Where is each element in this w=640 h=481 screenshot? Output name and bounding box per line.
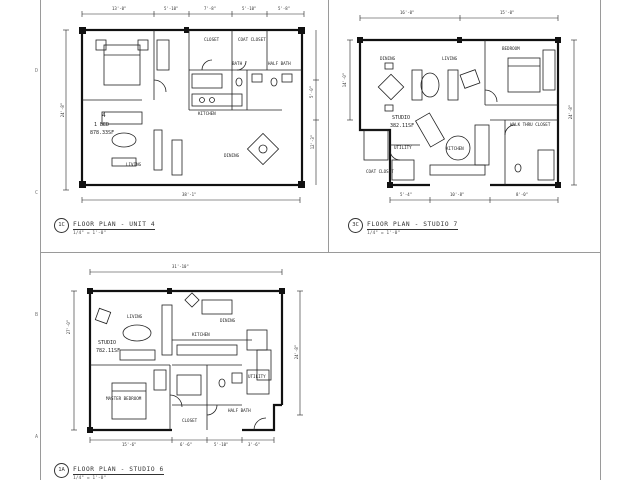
unit-4-dim-right-1: 5'-0": [309, 85, 315, 99]
unit-4-caption: 1C FLOOR PLAN - UNIT 4 1/4" = 1'-0": [54, 218, 156, 236]
studio-6-label-living: LIVING: [127, 314, 143, 319]
sheet-divider-vertical: [328, 0, 329, 252]
studio-6-title: FLOOR PLAN - STUDIO 6: [73, 466, 164, 475]
unit-4-label-area: 878.33SF: [90, 130, 115, 136]
studio-6-dim-bottom-4: 3'-6": [248, 442, 261, 447]
sheet-divider-horizontal: [40, 252, 600, 253]
unit-4-title: FLOOR PLAN - UNIT 4: [73, 221, 156, 230]
studio-6-scale: 1/4" = 1'-0": [73, 476, 107, 481]
studio-6-label-studio: STUDIO: [98, 340, 117, 346]
studio-7-label-studio: STUDIO: [392, 115, 411, 121]
studio-7-label-utility: UTILITY: [394, 145, 412, 150]
studio-6-dim-right: 24'-8": [294, 344, 300, 360]
studio-7-title: FLOOR PLAN - STUDIO 7: [367, 221, 458, 230]
studio-6-caption: 1A FLOOR PLAN - STUDIO 6 1/4" = 1'-0": [54, 463, 164, 481]
studio-6-label-utility: UTILITY: [248, 374, 266, 379]
studio-6-dim-bottom-3: 5'-10": [214, 442, 229, 447]
studio-6-dim-top: 31'-10": [172, 264, 189, 269]
unit-4-detail-tag: 1C: [54, 218, 69, 233]
grid-mark-c: C: [35, 190, 39, 196]
studio-7-dim-bottom-1: 5'-4": [400, 192, 413, 197]
studio-7-dim-bottom-2: 10'-8": [450, 192, 465, 197]
studio-7-dim-left: 14'-0": [342, 72, 348, 88]
unit-4-plan-drawing: [63, 11, 319, 203]
studio-7-caption: 3C FLOOR PLAN - STUDIO 7 1/4" = 1'-0": [348, 218, 458, 236]
unit-4-label-closet: CLOSET: [204, 37, 220, 42]
studio-7-scale: 1/4" = 1'-0": [367, 231, 401, 236]
studio-6-dim-left: 27'-0": [66, 319, 72, 335]
studio-7-label-coat-closet: COAT CLOSET: [366, 169, 394, 174]
studio-7-label-walk-thru-closet: WALK THRU CLOSET: [510, 122, 551, 127]
studio-7-plan-drawing: [347, 15, 577, 203]
studio-7-dim-top-1: 16'-0": [400, 10, 415, 15]
floor-plan-studio-6: 31'-10" 27'-0" 24'-8" 15'-6" 6'-6" 5'-10…: [42, 255, 332, 481]
unit-4-scale: 1/4" = 1'-0": [73, 231, 107, 236]
studio-6-label-half-bath: HALF BATH: [228, 408, 251, 413]
studio-7-label-living: LIVING: [442, 56, 458, 61]
studio-6-detail-tag: 1A: [54, 463, 69, 478]
unit-4-dim-right-2: 12'-3": [310, 134, 316, 150]
studio-7-label-kitchen: KITCHEN: [446, 146, 464, 151]
unit-4-dim-top-3: 7'-8": [204, 6, 217, 11]
studio-6-label-master-bedroom: MASTER BEDROOM: [106, 396, 142, 401]
grid-mark-b: B: [35, 312, 39, 318]
floor-plan-studio-7: 16'-0" 15'-0" 14'-0" 24'-8" 5'-4" 10'-8"…: [330, 0, 600, 250]
floor-plan-unit-4: 13'-0" 5'-10" 7'-8" 5'-10" 5'-8" 24'-8" …: [42, 0, 327, 250]
studio-7-detail-tag: 3C: [348, 218, 363, 233]
studio-7-dim-bottom-3: 8'-0": [516, 192, 529, 197]
studio-7-label-bedroom: BEDROOM: [502, 46, 520, 51]
unit-4-dim-left: 24'-8": [60, 102, 66, 118]
grid-mark-d: D: [35, 68, 39, 74]
studio-6-label-closet: CLOSET: [182, 418, 198, 423]
studio-7-dim-right: 24'-8": [568, 104, 574, 120]
grid-mark-a: A: [35, 434, 39, 440]
studio-7-label-dining: DINING: [380, 56, 396, 61]
unit-4-label-kitchen: KITCHEN: [198, 111, 216, 116]
unit-4-label-coat-closet: COAT CLOSET: [238, 37, 266, 42]
studio-7-label-area: 382.11SF: [390, 123, 415, 129]
studio-6-plan-drawing: [71, 269, 303, 443]
unit-4-label-bath: BATH: [232, 61, 243, 66]
sheet-border-right: [600, 0, 601, 480]
studio-6-label-dining: DINING: [220, 318, 236, 323]
unit-4-dim-top-4: 5'-10": [242, 6, 257, 11]
unit-4-label-unit-type: 1 BED: [94, 122, 110, 128]
unit-4-label-dining: DINING: [224, 153, 240, 158]
studio-6-dim-bottom-2: 6'-6": [180, 442, 193, 447]
unit-4-dim-top-1: 13'-0": [112, 6, 127, 11]
studio-6-label-kitchen: KITCHEN: [192, 332, 210, 337]
unit-4-label-living: LIVING: [126, 162, 142, 167]
unit-4-label-half-bath: HALF BATH: [268, 61, 291, 66]
unit-4-dim-top-5: 5'-8": [278, 6, 291, 11]
unit-4-dim-top-2: 5'-10": [164, 6, 179, 11]
sheet-border-left: [40, 0, 41, 480]
studio-6-label-area: 782.11SF: [96, 348, 121, 354]
studio-6-dim-bottom-1: 15'-6": [122, 442, 137, 447]
unit-4-label-unit-number: 4: [102, 112, 106, 119]
unit-4-dim-bottom: 38'-1": [182, 192, 197, 197]
studio-7-dim-top-2: 15'-0": [500, 10, 515, 15]
